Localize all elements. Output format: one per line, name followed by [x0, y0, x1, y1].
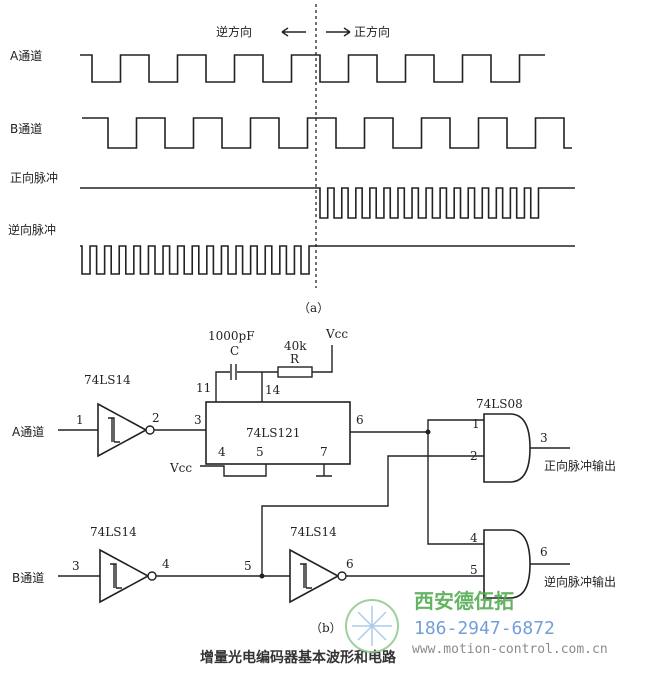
inv1-bubble — [145, 425, 155, 435]
pin-11: 11 — [196, 381, 211, 395]
resistor-name: R — [290, 352, 300, 366]
pin-14: 14 — [265, 383, 281, 397]
wire-pin11 — [215, 371, 230, 402]
capacitor-name: C — [230, 344, 239, 358]
mono-pin-3: 3 — [194, 413, 202, 427]
input-a-label: A通道 — [12, 425, 44, 439]
inv3-pin-5: 5 — [244, 559, 252, 573]
and2-pin-4: 4 — [470, 531, 478, 545]
mono-pin-5: 5 — [256, 445, 264, 459]
inverter-3 — [289, 548, 340, 604]
watermark: 西安德伍拓 186-2947-6872 www.motion-control.c… — [345, 589, 608, 657]
capacitor-icon — [230, 364, 237, 380]
inv2-pin-4: 4 — [162, 557, 170, 571]
reverse-direction-label: 逆方向 — [216, 24, 252, 39]
inverter-2 — [99, 548, 150, 604]
inv2-pin-3: 3 — [72, 559, 80, 573]
inv3-pin-6: 6 — [346, 557, 354, 571]
inv1-pin-2: 2 — [152, 411, 160, 425]
mono-pin-4: 4 — [218, 445, 226, 459]
watermark-name: 西安德伍拓 — [414, 589, 514, 613]
row-label-forward: 正向脉冲 — [10, 170, 58, 185]
inv1-label: 74LS14 — [84, 373, 131, 387]
and2-pin-6: 6 — [540, 545, 548, 559]
wire-res-vcc — [312, 345, 333, 373]
wire-mono-and1 — [350, 419, 484, 433]
watermark-url: www.motion-control.com.cn — [412, 642, 608, 657]
and-gate-label: 74LS08 — [476, 397, 523, 411]
schmitt-icon — [108, 417, 120, 443]
wire-mono-and2 — [427, 432, 484, 545]
mono-label: 74LS121 — [246, 426, 300, 440]
wire-vcc-bottom — [200, 464, 267, 477]
ground-icon — [316, 464, 332, 477]
inv1-pin-1: 1 — [76, 413, 84, 427]
part-b-label: （b） — [310, 621, 342, 635]
waveform-b-channel — [82, 117, 572, 149]
waveform-a-channel — [80, 54, 545, 83]
wire-b-and1 — [261, 455, 484, 576]
schmitt-icon — [110, 563, 122, 589]
vcc-top-label: Vcc — [325, 327, 348, 341]
inv2-label: 74LS14 — [90, 525, 137, 539]
watermark-logo-icon — [352, 606, 392, 646]
and-gate-1 — [483, 413, 531, 483]
row-label-reverse: 逆向脉冲 — [8, 222, 56, 237]
row-label-a: A通道 — [10, 49, 42, 63]
forward-output-label: 正向脉冲输出 — [544, 458, 616, 473]
schmitt-icon — [300, 563, 312, 589]
inv3-bubble — [337, 571, 347, 581]
inv3-label: 74LS14 — [290, 525, 337, 539]
watermark-phone: 186-2947-6872 — [414, 618, 555, 639]
junction-dot — [259, 573, 265, 579]
reverse-arrow-icon — [281, 27, 306, 37]
waveform-reverse-pulse — [80, 245, 575, 275]
mono-pin-6: 6 — [356, 413, 364, 427]
and2-pin-5: 5 — [470, 563, 478, 577]
forward-direction-label: 正方向 — [354, 24, 390, 39]
waveform-section: 逆方向 正方向 A通道 B通道 正向脉冲 逆向脉冲 （a） — [8, 4, 575, 315]
and-gate-2 — [483, 529, 531, 599]
resistor-icon — [277, 366, 313, 378]
circuit-section: 1000pF C 40k R Vcc 11 14 74LS121 3 6 4 5… — [12, 327, 616, 666]
inverter-1 — [97, 402, 148, 458]
part-a-label: （a） — [298, 301, 329, 315]
vcc-bottom-label: Vcc — [169, 461, 192, 475]
and1-pin-1: 1 — [472, 417, 480, 431]
resistor-value: 40k — [284, 339, 307, 353]
reverse-output-label: 逆向脉冲输出 — [544, 574, 616, 589]
watermark-logo-icon — [345, 599, 399, 653]
waveform-forward-pulse — [80, 187, 575, 219]
inv2-bubble — [147, 571, 157, 581]
row-label-b: B通道 — [10, 122, 42, 136]
figure-caption: 增量光电编码器基本波形和电路 — [200, 649, 397, 666]
capacitor-value: 1000pF — [208, 329, 255, 343]
and1-pin-3: 3 — [540, 431, 548, 445]
monostable-74ls121 — [205, 401, 351, 465]
junction-dot — [425, 429, 431, 435]
input-b-label: B通道 — [12, 571, 44, 585]
mono-pin-7: 7 — [320, 445, 328, 459]
forward-arrow-icon — [326, 27, 351, 37]
